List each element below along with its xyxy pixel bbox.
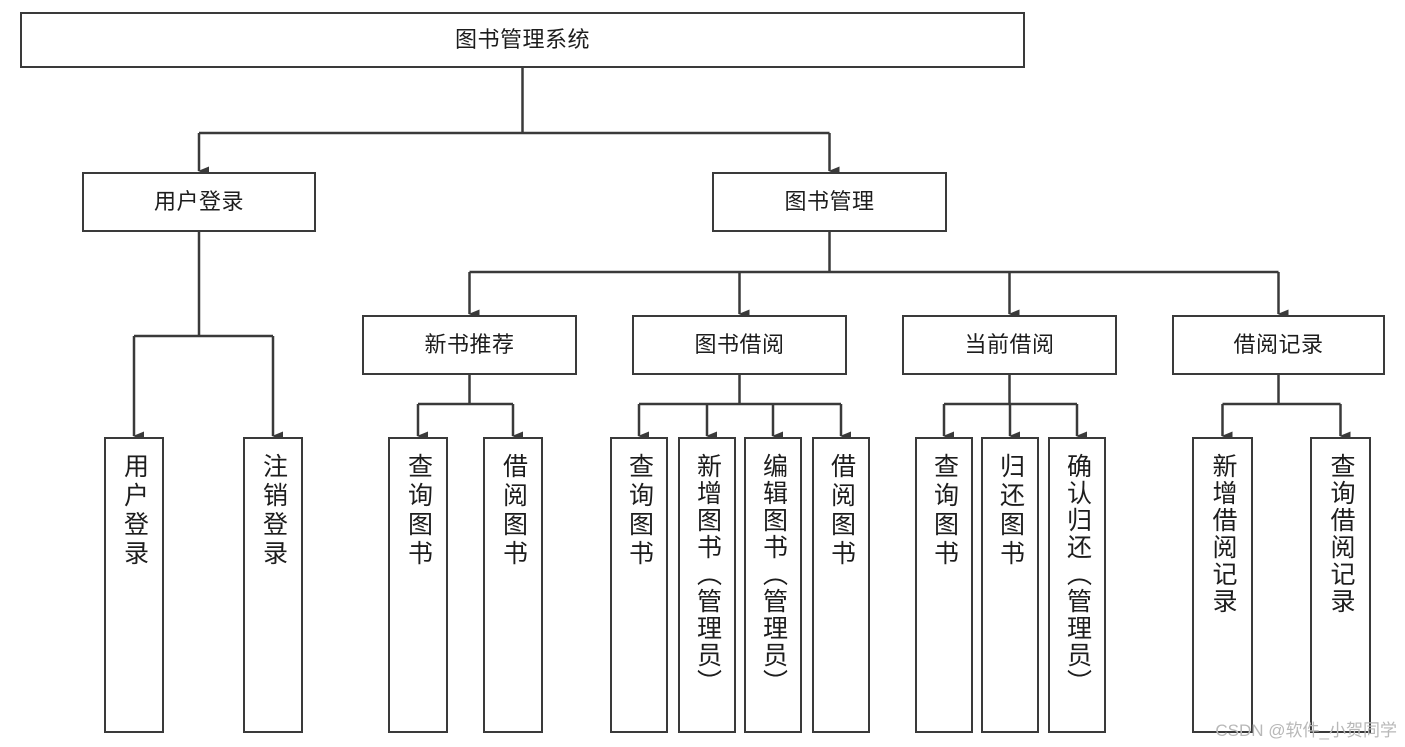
node-root[interactable]: 图书管理系统 — [20, 12, 1025, 68]
node-label-leaf-edit-book: 编辑图书（管理员） — [759, 453, 788, 696]
node-label-book-borrow: 图书借阅 — [694, 332, 785, 358]
node-leaf-borrow-book-1[interactable]: 借阅图书 — [483, 437, 543, 733]
node-leaf-confirm-return[interactable]: 确认归还（管理员） — [1048, 437, 1106, 733]
node-label-leaf-query-book-1: 查询图书 — [404, 453, 433, 569]
node-label-borrow-record: 借阅记录 — [1233, 332, 1324, 358]
node-leaf-edit-book[interactable]: 编辑图书（管理员） — [744, 437, 802, 733]
node-leaf-logout[interactable]: 注销登录 — [243, 437, 303, 733]
node-current-borrow[interactable]: 当前借阅 — [902, 315, 1117, 375]
node-leaf-add-record[interactable]: 新增借阅记录 — [1192, 437, 1253, 733]
node-book-borrow[interactable]: 图书借阅 — [632, 315, 847, 375]
node-label-leaf-confirm-return: 确认归还（管理员） — [1063, 453, 1092, 696]
node-label-new-book-rec: 新书推荐 — [424, 332, 515, 358]
watermark-label: CSDN @软件_小贺同学 — [1215, 721, 1397, 740]
connector-lines — [132, 68, 1351, 441]
node-label-leaf-borrow-book-1: 借阅图书 — [499, 453, 528, 569]
node-leaf-add-book[interactable]: 新增图书（管理员） — [678, 437, 736, 733]
node-label-leaf-add-record: 新增借阅记录 — [1209, 453, 1237, 615]
node-label-leaf-add-book: 新增图书（管理员） — [693, 453, 722, 696]
node-leaf-query-record[interactable]: 查询借阅记录 — [1310, 437, 1371, 733]
node-label-leaf-user-login: 用户登录 — [120, 453, 149, 569]
node-leaf-query-book-2[interactable]: 查询图书 — [610, 437, 668, 733]
node-leaf-borrow-book-2[interactable]: 借阅图书 — [812, 437, 870, 733]
node-borrow-record[interactable]: 借阅记录 — [1172, 315, 1385, 375]
node-leaf-user-login[interactable]: 用户登录 — [104, 437, 164, 733]
node-label-book-manage: 图书管理 — [784, 189, 875, 215]
node-user-login[interactable]: 用户登录 — [82, 172, 316, 232]
node-new-book-rec[interactable]: 新书推荐 — [362, 315, 577, 375]
node-label-leaf-query-record: 查询借阅记录 — [1327, 453, 1355, 615]
node-label-leaf-return-book: 归还图书 — [996, 453, 1025, 569]
node-label-leaf-borrow-book-2: 借阅图书 — [827, 453, 856, 569]
node-label-leaf-query-book-3: 查询图书 — [930, 453, 959, 569]
node-label-user-login: 用户登录 — [153, 189, 244, 215]
node-leaf-query-book-1[interactable]: 查询图书 — [388, 437, 448, 733]
node-leaf-query-book-3[interactable]: 查询图书 — [915, 437, 973, 733]
node-label-current-borrow: 当前借阅 — [964, 332, 1055, 358]
node-label-leaf-query-book-2: 查询图书 — [625, 453, 654, 569]
node-label-leaf-logout: 注销登录 — [259, 453, 288, 569]
node-label-root: 图书管理系统 — [454, 27, 590, 53]
node-book-manage[interactable]: 图书管理 — [712, 172, 947, 232]
node-leaf-return-book[interactable]: 归还图书 — [981, 437, 1039, 733]
